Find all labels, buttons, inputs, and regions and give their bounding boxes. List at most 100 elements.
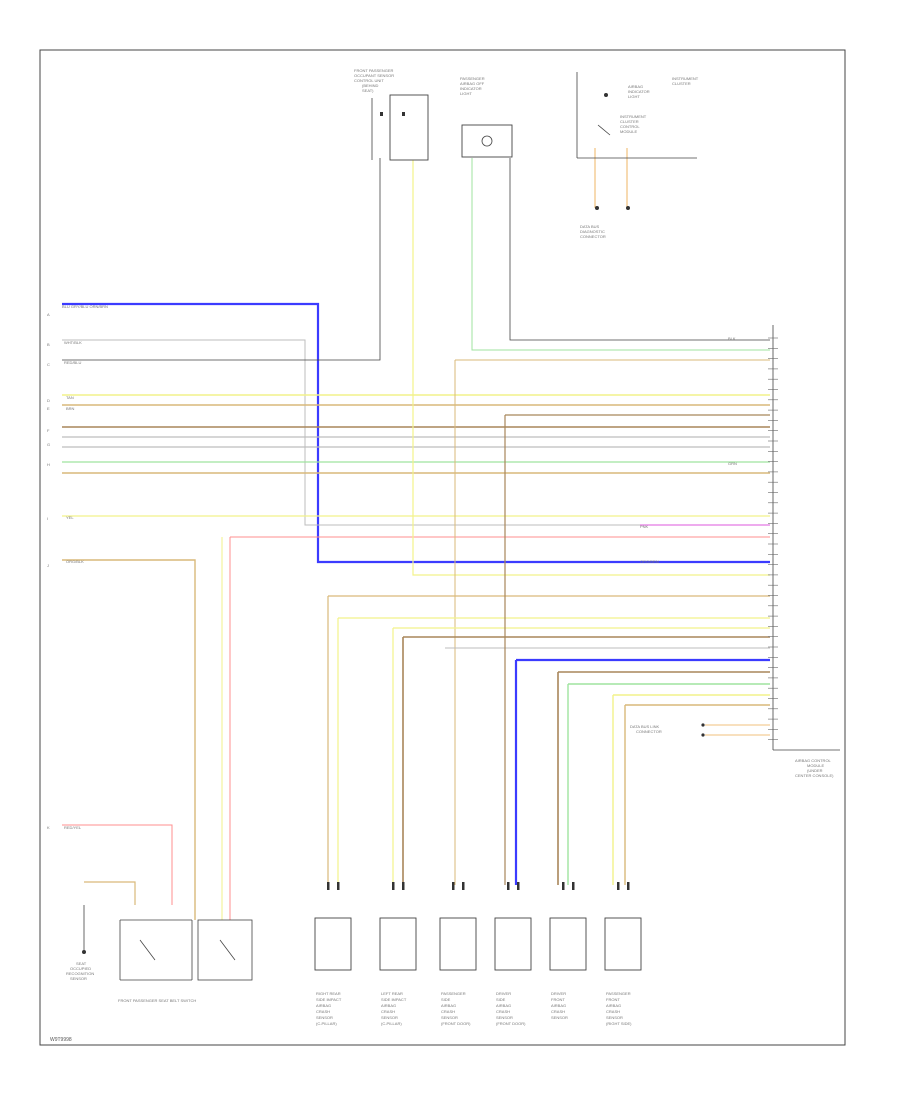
acm-label-3: (UNDER xyxy=(807,768,823,773)
side-label-e: E xyxy=(47,406,50,411)
wire-label-red-blu: RED/BLU xyxy=(64,360,81,365)
crash-sensor-label: RIGHT REAR xyxy=(316,991,341,996)
crash-sensor-label: CRASH xyxy=(441,1009,455,1014)
wire-label-brn: BRN xyxy=(66,406,75,411)
airbag-indicator-label-3: LIGHT xyxy=(628,94,640,99)
crash-sensor-pin xyxy=(627,882,630,890)
crash-sensor-label: (RIGHT SIDE) xyxy=(606,1021,632,1026)
belt-switch-caption: FRONT PASSENGER SEAT BELT SWITCH xyxy=(118,998,196,1003)
wire-blue-0 xyxy=(62,302,770,564)
crash-sensor-label: DRIVER xyxy=(551,991,566,996)
crash-sensor-label: AIRBAG xyxy=(551,1003,566,1008)
crash-sensor-label: SIDE IMPACT xyxy=(316,997,342,1002)
crash-sensor-label: SENSOR xyxy=(381,1015,398,1020)
acm-pin-ticks xyxy=(768,337,778,741)
crash-sensor-label: (C-PILLAR) xyxy=(381,1021,402,1026)
wire-label-blue-top: BLU GRY/BLU ORN/BRN xyxy=(62,304,108,309)
wire-label-org-blk: ORG/BLK xyxy=(66,559,84,564)
crash-sensor-label: PASSENGER xyxy=(441,991,466,996)
seat-occupied-label-2: OCCUPIED xyxy=(70,966,91,971)
crash-sensor-pin xyxy=(462,882,465,890)
acm-label-1: AIRBAG CONTROL xyxy=(795,758,832,763)
crash-sensor-pin xyxy=(337,882,340,890)
crash-sensor-body xyxy=(439,917,477,971)
airbag-off-label-3: INDICATOR xyxy=(460,86,482,91)
crash-sensor-label: CRASH xyxy=(551,1009,565,1014)
occupant-sensor-label-3: CONTROL UNIT xyxy=(354,78,384,83)
wires-layer xyxy=(62,148,770,920)
occupant-sensor-label-2: OCCUPANT SENSOR xyxy=(354,73,394,78)
crash-sensor-label: AIRBAG xyxy=(316,1003,331,1008)
wire-red-45 xyxy=(62,824,173,905)
wire-tan-15 xyxy=(62,559,196,920)
acm-label-4: CENTER CONSOLE) xyxy=(795,773,834,778)
side-label-c: C xyxy=(47,362,50,367)
cluster-control-label-2: CLUSTER xyxy=(620,119,639,124)
crash-sensor-label: AIRBAG xyxy=(606,1003,621,1008)
crash-sensor-label: SENSOR xyxy=(441,1015,458,1020)
crash-sensor-label: CRASH xyxy=(316,1009,330,1014)
crash-sensor-label: AIRBAG xyxy=(441,1003,456,1008)
airbag-off-label-4: LIGHT xyxy=(460,91,472,96)
cluster-control-label-3: CONTROL xyxy=(620,124,640,129)
wire-label-grn: GRN xyxy=(728,461,737,466)
crash-sensor-label: SIDE xyxy=(441,997,451,1002)
crash-sensor-body xyxy=(314,917,352,971)
wire-label-pnk: PNK xyxy=(640,524,649,529)
crash-sensor-label: FRONT xyxy=(606,997,620,1002)
side-label-h: H xyxy=(47,462,50,467)
crash-sensor-pin xyxy=(402,882,405,890)
crash-sensor-pin xyxy=(392,882,395,890)
crash-sensor-label: LEFT REAR xyxy=(381,991,403,996)
wire-label-tan: TAN xyxy=(66,395,74,400)
cluster-control-label-4: MODULE xyxy=(620,129,637,134)
diagram-frame xyxy=(39,49,846,1046)
crash-sensor-pin xyxy=(572,882,575,890)
wire-frame-2 xyxy=(62,158,381,361)
side-label-i: I xyxy=(47,516,48,521)
crash-sensor-pin xyxy=(517,882,520,890)
wire-frame-19 xyxy=(509,158,770,341)
instrument-cluster: AIRBAG INDICATOR LIGHT INSTRUMENT CLUSTE… xyxy=(576,72,699,239)
wire-yellow-17 xyxy=(412,158,770,576)
crash-sensor-pin xyxy=(617,882,620,890)
crash-sensor-label: SENSOR xyxy=(606,1015,623,1020)
wire-grey-1 xyxy=(62,339,770,526)
occupant-sensor-label-1: FRONT PASSENGER xyxy=(354,68,394,73)
wire-label-yel: YEL xyxy=(66,515,74,520)
data-bus-link-label-2: CONNECTOR xyxy=(636,729,662,734)
side-label-d: D xyxy=(47,398,50,403)
crash-sensor-label: SENSOR xyxy=(551,1015,568,1020)
wire-tan-46 xyxy=(84,881,136,905)
crash-sensor-label: AIRBAG xyxy=(496,1003,511,1008)
crash-sensor-label: (C-PILLAR) xyxy=(316,1021,337,1026)
side-label-j: J xyxy=(47,563,49,568)
instrument-cluster-label-1: INSTRUMENT xyxy=(672,76,699,81)
wire-label-red-yel: RED/YEL xyxy=(64,825,82,830)
side-labels: A B C D E F G H I J K xyxy=(47,312,50,830)
wire-label-blk: BLK xyxy=(728,336,736,341)
crash-sensor-body xyxy=(494,917,532,971)
crash-sensor-label: FRONT xyxy=(551,997,565,1002)
acm-label-2: MODULE xyxy=(807,763,824,768)
seat-occupied-label-3: RECOGNITION xyxy=(66,971,94,976)
airbag-off-label-1: PASSENGER xyxy=(460,76,485,81)
front-passenger-seat-belt-switch: FRONT PASSENGER SEAT BELT SWITCH xyxy=(118,919,253,1003)
crash-sensor-pin xyxy=(562,882,565,890)
seat-occupied-label-4: SENSOR xyxy=(70,976,87,981)
crash-sensor-label: SIDE IMPACT xyxy=(381,997,407,1002)
wire-green-18 xyxy=(471,158,770,351)
occupant-sensor-label-5: SEAT) xyxy=(362,88,374,93)
data-bus-connector-label-1: DATA BUS xyxy=(580,224,600,229)
side-label-k: K xyxy=(47,825,50,830)
occupant-sensor-label-4: (BEHIND xyxy=(362,83,379,88)
diagram-id: W9T9998 xyxy=(50,1037,72,1043)
seat-occupied-label-1: SEAT xyxy=(76,961,87,966)
wire-label-wht-blk: WHT/BLK xyxy=(64,340,82,345)
side-label-g: G xyxy=(47,442,50,447)
